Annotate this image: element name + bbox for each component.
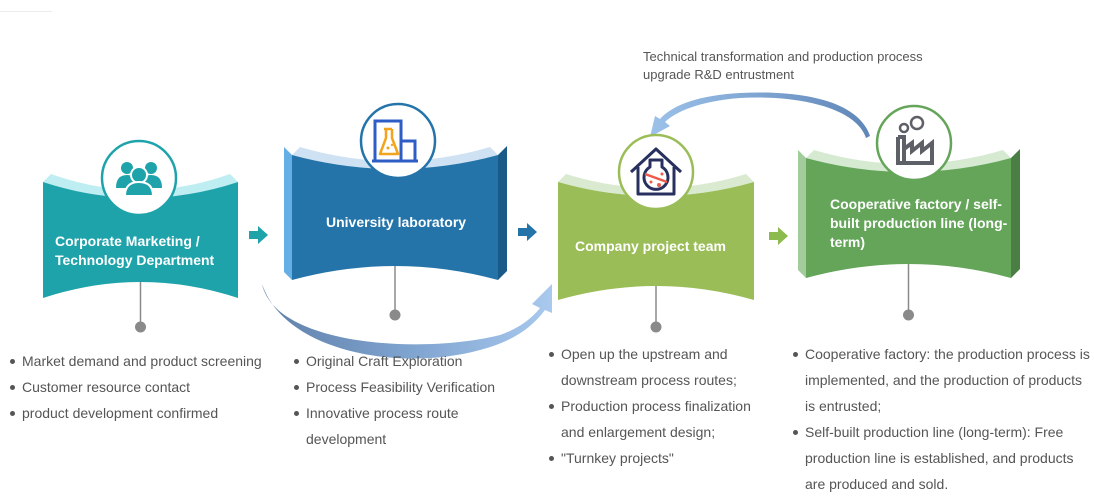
stage-3-panel bbox=[558, 133, 754, 333]
bullet-item: Self-built production line (long-term): … bbox=[791, 419, 1091, 497]
bullet-item: Cooperative factory: the production proc… bbox=[791, 341, 1091, 419]
panel-body bbox=[558, 182, 754, 300]
bullet-item: Market demand and product screening bbox=[8, 348, 288, 374]
stage-4-title: Cooperative factory / self-built product… bbox=[830, 196, 1008, 250]
stage-1-title: Corporate Marketing / Technology Departm… bbox=[55, 233, 215, 268]
bullet-item: Process Feasibility Verification bbox=[292, 374, 517, 400]
house-flask-icon bbox=[629, 147, 683, 196]
connector-dot bbox=[389, 309, 401, 321]
stage-3-bullets: Open up the upstream and downstream proc… bbox=[547, 341, 777, 471]
panel-left-side bbox=[798, 150, 806, 278]
top-divider bbox=[0, 11, 52, 12]
factory-icon bbox=[896, 115, 934, 165]
panel-top-face bbox=[558, 174, 754, 196]
bullet-item: product development confirmed bbox=[8, 400, 288, 426]
bullet-item: Original Craft Exploration bbox=[292, 348, 517, 374]
panel-body bbox=[43, 182, 238, 298]
bullet-item: Customer resource contact bbox=[8, 374, 288, 400]
icon-badge bbox=[617, 133, 695, 211]
feedback-arrow bbox=[650, 92, 870, 138]
stage-1-bullets: Market demand and product screening Cust… bbox=[8, 348, 288, 426]
panel-body bbox=[806, 158, 1011, 278]
panel-body bbox=[292, 155, 498, 280]
bullet-item: Open up the upstream and downstream proc… bbox=[547, 341, 777, 393]
laboratory-flask-building-icon bbox=[372, 119, 418, 163]
bypass-arrow bbox=[262, 284, 552, 359]
stage-2-title: University laboratory bbox=[326, 214, 467, 230]
people-group-icon bbox=[116, 162, 162, 197]
panel-top-face bbox=[292, 147, 498, 169]
panel-right-side bbox=[498, 146, 507, 280]
stage-3-title: Company project team bbox=[575, 238, 726, 254]
stage-2-bullets: Original Craft Exploration Process Feasi… bbox=[292, 348, 517, 452]
stage-4-bullets: Cooperative factory: the production proc… bbox=[791, 341, 1091, 497]
flow-arrow-2 bbox=[518, 223, 537, 241]
bullet-item: "Turnkey projects" bbox=[547, 445, 777, 471]
icon-badge bbox=[359, 102, 437, 180]
connector-dot bbox=[903, 309, 914, 321]
bullet-item: Production process finalization and enla… bbox=[547, 393, 777, 445]
bullet-item: Innovative process route development bbox=[292, 400, 517, 452]
flow-arrow-1 bbox=[249, 226, 268, 244]
panel-left-side bbox=[284, 147, 292, 280]
flow-arrow-3 bbox=[769, 227, 788, 245]
panel-top-face bbox=[806, 150, 1011, 172]
stage-4-panel bbox=[798, 104, 1020, 321]
connector-dot bbox=[650, 321, 662, 333]
feedback-label: Technical transformation and production … bbox=[643, 49, 923, 82]
panel-right-side bbox=[1011, 149, 1020, 278]
panel-top-face bbox=[43, 174, 238, 198]
stage-2-panel bbox=[284, 102, 507, 321]
stage-1-panel bbox=[43, 139, 238, 333]
connector-dot bbox=[135, 321, 146, 333]
